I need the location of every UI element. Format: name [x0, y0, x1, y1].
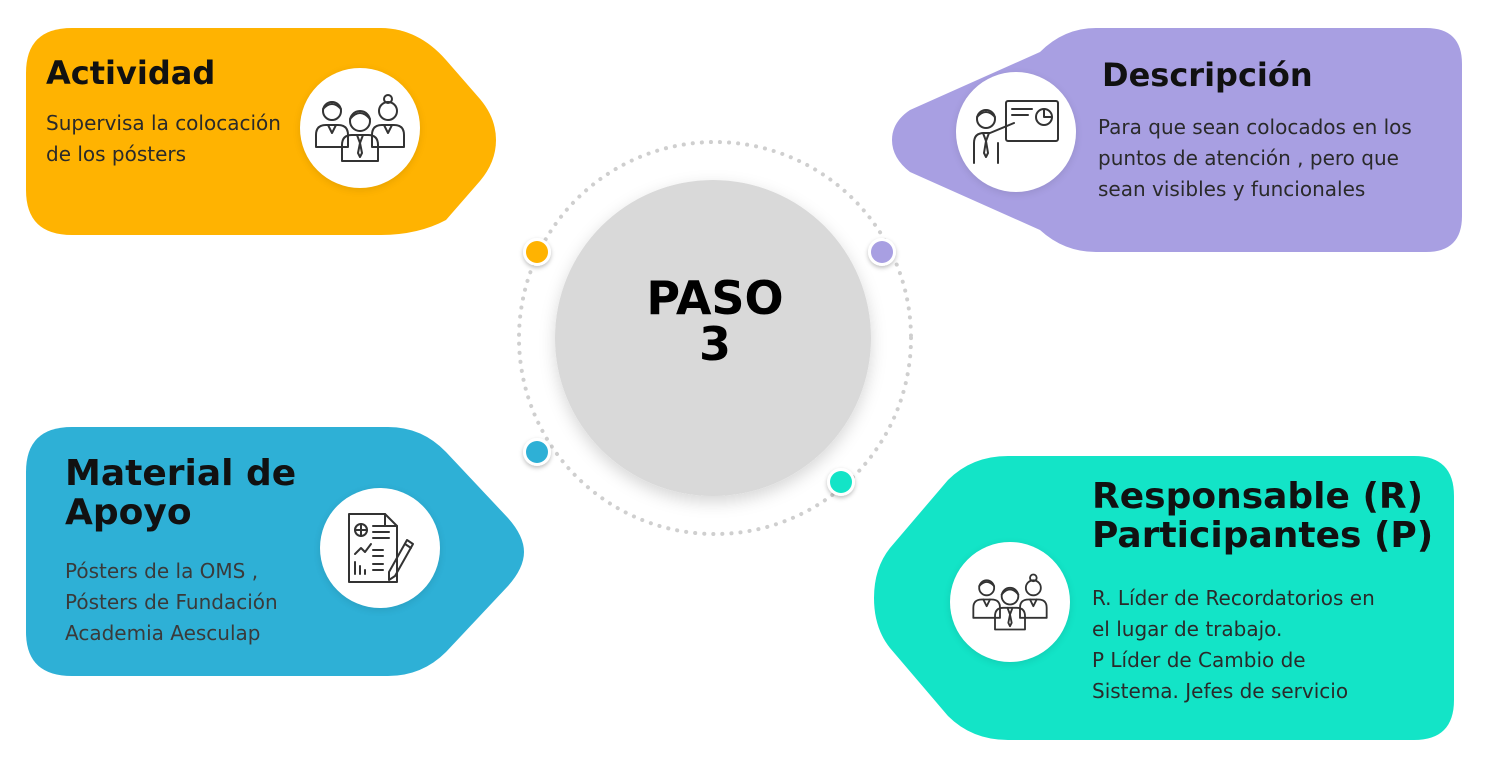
center-step-label: PASO 3 — [555, 275, 875, 367]
card-responsable-line: el lugar de trabajo. — [1092, 617, 1283, 641]
card-material-title-line: Material de — [65, 453, 297, 494]
team-people-icon — [315, 94, 405, 162]
card-descripcion-line: sean visibles y funcionales — [1098, 177, 1366, 201]
ring-dot-purple — [871, 241, 893, 263]
center-circle — [555, 180, 871, 496]
center-step-word: PASO — [646, 271, 784, 325]
card-responsable-title-line: Responsable (R) — [1092, 476, 1424, 517]
card-responsable-icon-disc — [950, 542, 1070, 662]
presentation-board-icon — [973, 100, 1059, 164]
card-descripcion-title: Descripción — [1102, 56, 1313, 94]
card-descripcion-line: puntos de atención , pero que — [1098, 146, 1399, 170]
card-material-line: Pósters de la OMS , — [65, 559, 259, 583]
card-actividad-line: Supervisa la colocación — [46, 111, 281, 135]
ring-dot-blue — [526, 441, 548, 463]
card-actividad-icon-disc — [300, 68, 420, 188]
card-descripcion-line: Para que sean colocados en los — [1098, 115, 1412, 139]
card-actividad-title: Actividad — [46, 54, 216, 92]
card-actividad-text: Supervisa la colocación de los pósters — [46, 108, 281, 170]
ring-dot-orange — [526, 241, 548, 263]
card-material-title: Material de Apoyo — [65, 453, 297, 533]
card-material-line: Pósters de Fundación — [65, 590, 278, 614]
card-responsable-title: Responsable (R) Participantes (P) — [1092, 476, 1434, 556]
card-responsable-title-line: Participantes (P) — [1092, 514, 1434, 556]
card-responsable-line: R. Líder de Recordatorios en — [1092, 586, 1375, 610]
ring-dot-teal — [830, 471, 852, 493]
card-actividad-line: de los pósters — [46, 142, 187, 166]
card-responsable-text: R. Líder de Recordatorios en el lugar de… — [1092, 583, 1375, 707]
card-material-shape — [26, 427, 524, 676]
report-document-icon — [348, 513, 414, 583]
team-people-icon — [972, 573, 1048, 631]
card-descripcion-text: Para que sean colocados en los puntos de… — [1098, 112, 1412, 205]
card-material-title-line: Apoyo — [65, 491, 192, 533]
card-descripcion-icon-disc — [956, 72, 1076, 192]
card-material-icon-disc — [320, 488, 440, 608]
card-material-line: Academia Aesculap — [65, 621, 261, 645]
center-step-number: 3 — [698, 317, 731, 371]
card-responsable-line: Sistema. Jefes de servicio — [1092, 679, 1349, 703]
card-responsable-shape — [874, 456, 1454, 740]
dotted-ring — [517, 140, 913, 536]
card-responsable-line: P Líder de Cambio de — [1092, 648, 1306, 672]
card-material-text: Pósters de la OMS , Pósters de Fundación… — [65, 556, 278, 649]
